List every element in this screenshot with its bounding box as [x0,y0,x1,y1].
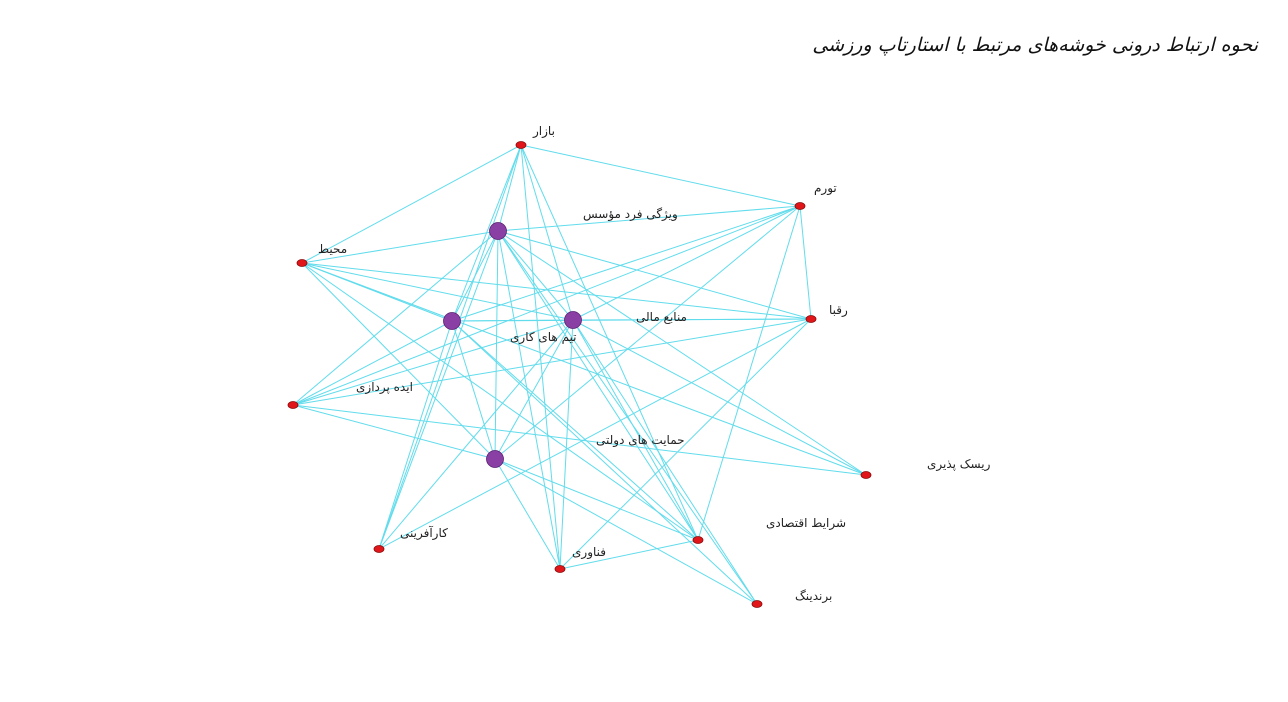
edge-vijegi-manabe [497,230,574,321]
edge-mohit-hemayat [301,262,496,460]
edge-idea-hemayat [292,404,496,460]
node-tavarom [794,202,806,210]
node-karafarini [373,545,385,553]
edge-tavarom-sharayet [697,205,801,541]
node-label-branding: برندینگ [795,589,832,604]
edge-mohit-risk [301,262,867,476]
edge-mohit-raghba [301,262,812,320]
edge-vijegi-fanavari [497,230,561,570]
edge-manabe-risk [572,319,867,476]
node-mohit [296,259,308,267]
edge-raghba-manabe [572,318,812,321]
edge-vijegi-sharayet [497,230,699,541]
node-label-bazar: بازار [532,124,555,139]
node-label-vijegi: ویژگی فرد مؤسس [583,207,678,222]
edge-bazar-mohit [301,144,522,264]
edge-hemayat-sharayet [494,458,699,541]
node-label-karafarini: کارآفرینی [400,525,448,541]
edge-vijegi-mohit [301,230,499,264]
edge-raghba-fanavari [559,318,812,570]
edge-teamha-karafarini [378,320,453,550]
edge-bazar-karafarini [378,144,522,550]
edge-bazar-sharayet [520,144,699,541]
edge-idea-risk [292,404,867,476]
edge-hemayat-branding [494,458,758,605]
node-fanavari [554,565,566,573]
node-label-tavarom: تورم [814,181,837,196]
node-label-sharayet: شرایط اقتصادی [766,516,846,531]
node-sharayet [692,536,704,544]
node-bazar [515,141,527,149]
edge-vijegi-branding [497,230,758,605]
edge-vijegi-risk [497,230,867,476]
edge-tavarom-raghba [799,205,812,320]
edge-teamha-sharayet [451,320,699,541]
node-vijegi [489,222,507,240]
node-label-teamha: تیم های کاری [510,330,577,345]
edge-hemayat-fanavari [494,458,561,570]
node-teamha [443,312,461,330]
edge-vijegi-teamha [451,230,499,322]
label-layer: بازار تورم ویژگی فرد مؤسس محیط رقبا تیم های ک… [318,124,991,604]
edge-vijegi-karafarini [378,230,499,550]
edge-tavarom-teamha [451,205,801,322]
node-label-hemayat: حمایت های دولتی [596,433,685,448]
edge-manabe-hemayat [494,319,574,460]
edge-bazar-vijegi [497,144,522,232]
edge-mohit-manabe [301,262,574,321]
node-label-fanavari: فناوری [572,545,606,560]
edge-teamha-idea [292,320,453,406]
node-layer [287,141,872,608]
edge-fanavari-sharayet [559,539,699,570]
edge-manabe-branding [572,319,758,605]
edge-bazar-tavarom [520,144,801,207]
edge-vijegi-hemayat [494,230,499,460]
edge-teamha-branding [451,320,758,605]
node-label-raghba: رقبا [829,303,848,318]
edge-mohit-sharayet [301,262,699,541]
node-idea [287,401,299,409]
edge-manabe-idea [292,319,574,406]
node-manabe [564,311,582,329]
edge-teamha-hemayat [451,320,496,460]
node-branding [751,600,763,608]
edge-tavarom-manabe [572,205,801,321]
edge-tavarom-vijegi [497,205,801,232]
edge-teamha-manabe [451,319,574,322]
edge-raghba-idea [292,318,812,406]
edge-vijegi-raghba [497,230,812,320]
node-label-manabe: منابع مالی [636,310,687,324]
edge-manabe-fanavari [559,319,574,570]
edge-manabe-sharayet [572,319,699,541]
edge-vijegi-idea [292,230,499,406]
node-raghba [805,315,817,323]
edge-tavarom-hemayat [494,205,801,460]
edge-manabe-karafarini [378,319,574,550]
node-risk [860,471,872,479]
node-hemayat [486,450,504,468]
edge-bazar-fanavari [520,144,561,570]
node-label-risk: ریسک پذیری [927,457,991,472]
node-label-idea: ایده پردازی [356,380,413,395]
node-label-mohit: محیط [318,242,347,256]
edge-raghba-karafarini [378,318,812,550]
edge-bazar-manabe [520,144,574,321]
figure-title: نحوه ارتباط درونی خوشه‌های مرتبط با استا… [812,34,1258,56]
edge-layer [292,144,867,605]
